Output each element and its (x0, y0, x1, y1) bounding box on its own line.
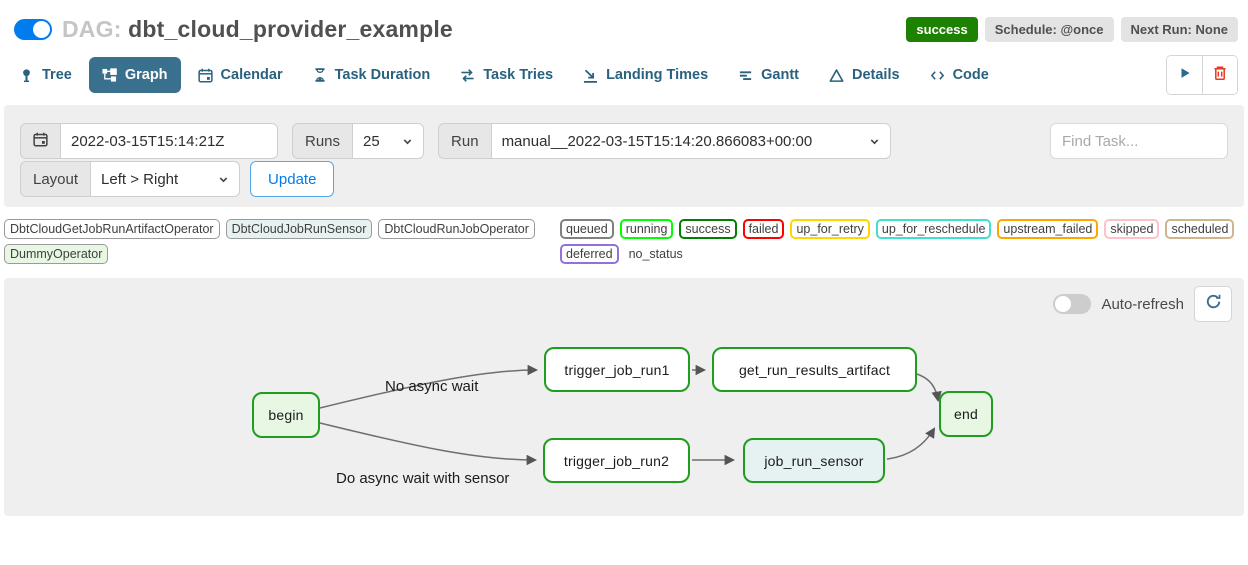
tab-label: Details (852, 67, 900, 83)
tab-label: Landing Times (606, 67, 709, 83)
tab-list: Tree Graph Calendar Task Duration Task Tries… (6, 57, 1166, 93)
gantt-icon (738, 68, 753, 83)
status-badge: success (906, 17, 978, 42)
edge-begin-to-trigger_job_run2 (319, 422, 538, 466)
layout-group: Layout Left > Right (20, 161, 241, 197)
trash-icon (1212, 65, 1228, 86)
edge-label: Do async wait with sensor (336, 470, 510, 487)
operator-badge: DbtCloudRunJobOperator (378, 219, 535, 239)
dag-pause-toggle[interactable] (14, 19, 52, 40)
chevron-down-icon (402, 136, 413, 147)
view-tabs: Tree Graph Calendar Task Duration Task Tries… (0, 49, 1248, 105)
tab-graph[interactable]: Graph (88, 57, 181, 93)
refresh-button[interactable] (1194, 286, 1232, 322)
tab-label: Task Tries (483, 67, 554, 83)
landing-icon (583, 68, 598, 83)
tree-icon (19, 68, 34, 83)
details-icon (829, 68, 844, 83)
repeat-icon (460, 68, 475, 83)
runs-group: Runs 25 (292, 123, 425, 159)
tab-label: Task Duration (334, 67, 431, 83)
status-badge-skipped: skipped (1104, 219, 1160, 239)
dag-prefix: DAG: (62, 16, 122, 42)
tab-gantt[interactable]: Gantt (725, 57, 812, 93)
trigger-dag-button[interactable] (1167, 56, 1202, 94)
hourglass-icon (313, 68, 327, 82)
task-node-trigger_job_run2[interactable]: trigger_job_run2 (543, 438, 690, 483)
tab-calendar[interactable]: Calendar (185, 57, 296, 93)
tab-label: Gantt (761, 67, 799, 83)
task-node-get_run_results_artifact[interactable]: get_run_results_artifact (712, 347, 917, 392)
auto-refresh-label: Auto-refresh (1101, 295, 1184, 313)
graph-panel: Auto-refresh begin trigger_job_run1 get_ru… (4, 278, 1244, 516)
auto-refresh-toggle[interactable] (1053, 294, 1092, 314)
operator-badge: DummyOperator (4, 244, 109, 264)
schedule-badge: Schedule: @once (984, 17, 1114, 42)
tab-code[interactable]: Code (917, 57, 1002, 93)
calendar-icon (33, 132, 48, 151)
graph-icon (102, 67, 117, 83)
run-select[interactable]: manual__2022-03-15T15:14:20.866083+00:00 (490, 123, 891, 159)
task-node-trigger_job_run1[interactable]: trigger_job_run1 (544, 347, 690, 392)
dag-actions (1166, 55, 1238, 95)
page-title: DAG: dbt_cloud_provider_example (62, 16, 453, 43)
status-badge-up_for_reschedule: up_for_reschedule (875, 219, 992, 239)
layout-select[interactable]: Left > Right (90, 161, 241, 197)
tab-landing-times[interactable]: Landing Times (570, 57, 721, 93)
tab-task-tries[interactable]: Task Tries (447, 57, 566, 93)
calendar-icon (197, 68, 213, 83)
tab-task-duration[interactable]: Task Duration (300, 57, 444, 93)
status-badge-upstream_failed: upstream_failed (997, 219, 1099, 239)
status-badge-success: success (679, 219, 737, 239)
filter-bar: Runs 25 Run manual__2022-03-15T15:14:20.… (4, 105, 1244, 207)
edge-label: No async wait (385, 378, 479, 395)
tab-label: Calendar (220, 67, 283, 83)
play-icon (1178, 66, 1192, 85)
status-badge-deferred: deferred (560, 244, 619, 264)
tab-label: Code (952, 67, 989, 83)
tab-label: Graph (124, 67, 168, 83)
status-badge-queued: queued (560, 219, 614, 239)
task-node-job_run_sensor[interactable]: job_run_sensor (743, 438, 885, 483)
operator-badge: DbtCloudGetJobRunArtifactOperator (4, 219, 220, 239)
header-badges: success Schedule: @once Next Run: None (906, 17, 1238, 42)
base-date-input[interactable] (60, 123, 278, 159)
operator-badge: DbtCloudJobRunSensor (225, 219, 373, 239)
delete-dag-button[interactable] (1202, 56, 1237, 94)
status-badge-scheduled: scheduled (1165, 219, 1235, 239)
status-badge-no-status: no_status (628, 247, 683, 261)
base-date-group (20, 123, 278, 159)
next-run-badge: Next Run: None (1120, 17, 1238, 42)
tab-details[interactable]: Details (816, 57, 913, 93)
edge-get_run_results_artifact-to-end (916, 373, 942, 403)
runs-select[interactable]: 25 (352, 123, 425, 159)
dag-header: DAG: dbt_cloud_provider_example success … (0, 0, 1248, 49)
update-button[interactable]: Update (250, 161, 335, 197)
run-label: Run (438, 123, 491, 159)
layout-label: Layout (20, 161, 91, 197)
calendar-addon[interactable] (20, 123, 60, 159)
tab-tree[interactable]: Tree (6, 57, 85, 93)
refresh-icon (1205, 293, 1222, 315)
dag-name: dbt_cloud_provider_example (128, 16, 453, 42)
graph-toolbar: Auto-refresh (1053, 286, 1232, 322)
task-node-begin[interactable]: begin (252, 392, 320, 438)
run-group: Run manual__2022-03-15T15:14:20.866083+0… (438, 123, 891, 159)
toggle-knob (1055, 296, 1072, 312)
find-task-input[interactable] (1050, 123, 1228, 159)
edge-job_run_sensor-to-end (886, 427, 936, 460)
chevron-down-icon (218, 174, 229, 185)
status-badge-running: running (619, 219, 674, 239)
chevron-down-icon (869, 136, 880, 147)
runs-label: Runs (292, 123, 353, 159)
tab-label: Tree (42, 67, 72, 83)
status-badge-up_for_retry: up_for_retry (790, 219, 870, 239)
status-badge-failed: failed (742, 219, 785, 239)
task-node-end[interactable]: end (939, 391, 993, 437)
code-icon (930, 68, 945, 83)
toggle-knob (33, 21, 50, 38)
